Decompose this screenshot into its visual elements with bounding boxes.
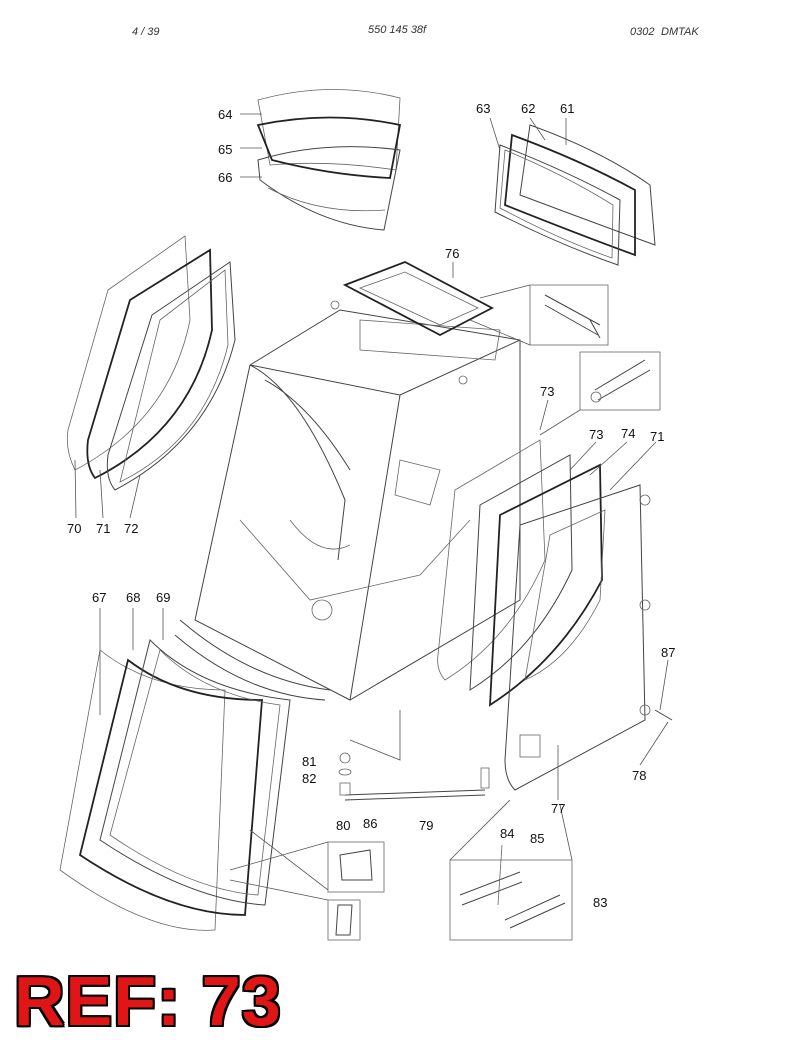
- callout-72: 72: [124, 521, 138, 536]
- callout-77: 77: [551, 801, 565, 816]
- document-code: DMTAK: [661, 26, 699, 38]
- left-door-glass-panels: [66, 235, 236, 491]
- callout-leaders: [74, 113, 669, 800]
- roof-hatch: [342, 261, 494, 337]
- callout-71: 71: [96, 521, 110, 536]
- document-number: 550 145 38f: [368, 24, 427, 36]
- callout-73: 73: [540, 384, 554, 399]
- callout-63: 63: [476, 101, 490, 116]
- callout-76: 76: [445, 246, 459, 261]
- revision-date: 0302: [630, 26, 655, 38]
- callout-labels: 64 65 66 63 62 61 76 73 73 74 71 70 71 7…: [67, 101, 675, 910]
- clip-detail-boxes: [229, 829, 385, 941]
- callout-86: 86: [363, 816, 377, 831]
- rear-window-panels: [494, 124, 656, 266]
- callout-73: 73: [589, 427, 603, 442]
- callout-70: 70: [67, 521, 81, 536]
- callout-78: 78: [632, 768, 646, 783]
- cab-frame: [194, 300, 521, 701]
- callout-83: 83: [593, 895, 607, 910]
- reference-label: REF: 73: [14, 962, 282, 1040]
- roof-glass-panels: [256, 89, 402, 231]
- seal-detail-boxes: [469, 284, 661, 436]
- callout-71: 71: [650, 429, 664, 444]
- callout-66: 66: [218, 170, 232, 185]
- callout-87: 87: [661, 645, 675, 660]
- callout-79: 79: [419, 818, 433, 833]
- callout-64: 64: [218, 107, 232, 122]
- front-windscreen-panels: [59, 619, 331, 931]
- callout-65: 65: [218, 142, 232, 157]
- callout-67: 67: [92, 590, 106, 605]
- callout-84: 84: [500, 826, 514, 841]
- callout-80: 80: [336, 818, 350, 833]
- callout-81: 81: [302, 754, 316, 769]
- callout-62: 62: [521, 101, 535, 116]
- callout-68: 68: [126, 590, 140, 605]
- page-number: 4 / 39: [132, 26, 160, 38]
- callout-74: 74: [621, 426, 635, 441]
- rod-assembly: [338, 710, 490, 801]
- seal-profile-box: [449, 799, 573, 941]
- callout-61: 61: [560, 101, 574, 116]
- right-door-panels: [437, 439, 673, 791]
- callout-82: 82: [302, 771, 316, 786]
- callout-85: 85: [530, 831, 544, 846]
- callout-69: 69: [156, 590, 170, 605]
